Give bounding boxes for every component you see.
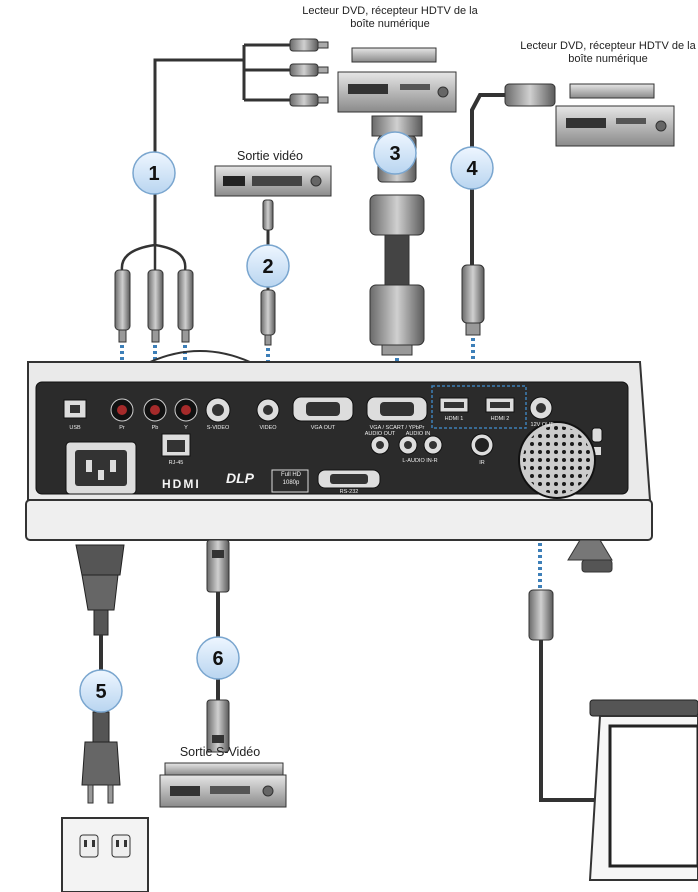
port-label-rs232: RS-232 <box>339 489 359 495</box>
port-label-audio-in: AUDIO IN <box>405 431 431 437</box>
video-device <box>214 165 332 197</box>
port-label-usb: USB <box>69 425 81 431</box>
port-label-audio-out: AUDIO OUT <box>364 431 396 437</box>
port-label-l-audio: L-AUDIO IN-R <box>402 458 438 464</box>
port-label-vga-in: VGA / SCART / YPbPr <box>369 425 425 431</box>
caption-dvd-right: Lecteur DVD, récepteur HDTV de la boîte … <box>520 40 696 66</box>
hdmi-cable <box>461 83 556 336</box>
brand-fullhd-badge: Full HD 1080p <box>280 472 301 486</box>
port-label-rj45: RJ-45 <box>168 460 184 466</box>
badge-3-circle <box>373 131 417 175</box>
badge-6: 6 <box>212 648 223 670</box>
rca-plugs-bottom <box>114 269 194 343</box>
badge-4: 4 <box>466 158 478 180</box>
badge-2-circle <box>246 244 290 288</box>
rca-plugs-top <box>289 38 329 107</box>
badge-5-circle <box>79 669 123 713</box>
port-label-pr: Pr <box>119 425 125 431</box>
panel-ports <box>63 385 603 499</box>
dvd-player-right <box>555 83 675 147</box>
svideo-device <box>159 762 287 808</box>
badge-4-circle <box>450 146 494 190</box>
port-label-hdmi2: HDMI 2 <box>490 416 510 422</box>
port-label-12v-out: 12V OUT <box>530 422 554 428</box>
badge-6-circle <box>196 636 240 680</box>
port-label-svideo: S-VIDEO <box>206 425 230 431</box>
port-label-pb: Pb <box>151 425 159 431</box>
caption-svideo-out: Sortie S-Vidéo <box>179 745 261 759</box>
port-label-hdmi1: HDMI 1 <box>444 416 464 422</box>
badge-5: 5 <box>95 681 106 703</box>
brand-dlp-logo: DLP <box>226 470 254 486</box>
badge-2: 2 <box>262 256 273 278</box>
dvd-player-top <box>337 47 457 113</box>
port-label-video: VIDEO <box>259 425 277 431</box>
caption-dvd-top: Lecteur DVD, récepteur HDTV de la boîte … <box>302 5 478 31</box>
brand-hdmi-logo: HDMI <box>162 477 201 491</box>
badge-1-circle <box>132 151 176 195</box>
projection-screen <box>588 699 698 881</box>
badge-3: 3 <box>389 143 400 165</box>
badge-1: 1 <box>148 163 159 185</box>
projector <box>25 350 653 573</box>
caption-video-out: Sortie vidéo <box>236 149 303 163</box>
wall-outlet <box>61 817 149 892</box>
port-label-vga-out: VGA OUT <box>310 425 336 431</box>
port-label-ir: IR <box>479 460 485 466</box>
trigger-cable <box>528 589 620 802</box>
port-label-y: Y <box>184 425 188 431</box>
badges: 1 2 3 4 5 6 <box>79 131 494 713</box>
